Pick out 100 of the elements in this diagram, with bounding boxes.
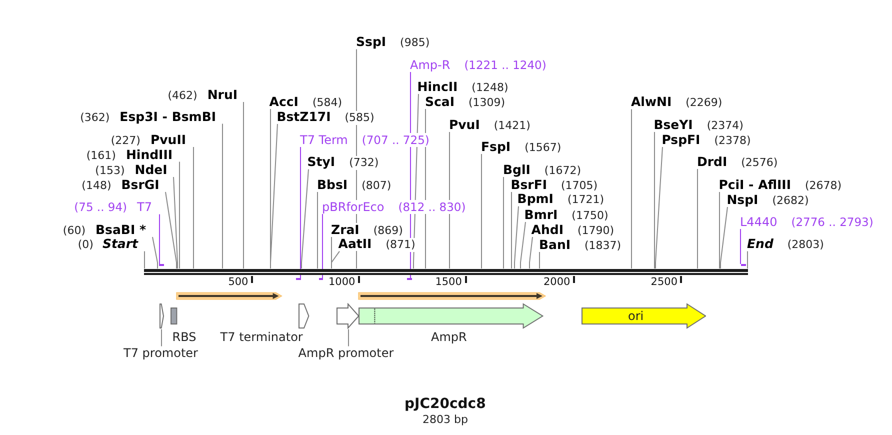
- leader-line: [449, 132, 450, 269]
- enzyme-name: BsrGI: [121, 178, 160, 192]
- plasmid-name: pJC20cdc8: [404, 396, 486, 412]
- leader-line: [655, 146, 663, 269]
- enzyme-name: NspI: [726, 193, 758, 207]
- feature-label: RBS: [172, 330, 196, 344]
- sequence-length: 2803 bp: [422, 412, 468, 426]
- site-position: (2678): [804, 179, 842, 193]
- site-position: (2374): [706, 119, 744, 133]
- enzyme-name: PciI - AflIII: [718, 178, 791, 192]
- primer-range: (812 .. 830): [398, 200, 466, 214]
- leader-line: [301, 168, 309, 269]
- site-position: (2682): [772, 194, 809, 208]
- feature-label: T7 terminator: [220, 330, 303, 344]
- leader-line: [719, 192, 720, 269]
- feature-label: T7 promoter: [124, 346, 198, 360]
- site-position: (362): [80, 110, 110, 125]
- site-position: (462): [168, 89, 198, 103]
- site-position: (1567): [524, 140, 562, 155]
- site-position: (584): [312, 96, 342, 110]
- primer-name: T7 Term: [300, 133, 348, 147]
- enzyme-name: AccI: [269, 94, 298, 109]
- site-position: (2803): [787, 238, 824, 252]
- leader-line: [300, 146, 301, 278]
- leader-line: [654, 132, 655, 269]
- leader-line: [747, 250, 748, 269]
- enzyme-name: BseYI: [654, 118, 693, 132]
- scale-label: 2000: [544, 276, 570, 288]
- leader-line: [720, 206, 728, 269]
- site-position: (227): [110, 134, 140, 148]
- scale-label: 2500: [650, 276, 678, 288]
- enzyme-name: PvuII: [150, 133, 186, 147]
- leader-line: [503, 176, 504, 269]
- leader-line: [413, 93, 419, 269]
- enzyme-name: ZraI: [331, 223, 360, 237]
- primer-range: (75 .. 94): [74, 200, 128, 214]
- scale-label: 500: [228, 276, 248, 288]
- enzyme-name: BsaBI *: [96, 223, 146, 237]
- leader-line: [243, 102, 244, 269]
- enzyme-name: PvuI: [449, 118, 480, 132]
- site-position: (1721): [567, 193, 604, 208]
- enzyme-name: BstZ17I: [276, 110, 331, 124]
- leader-line: [697, 168, 698, 269]
- site-position: (60): [62, 224, 86, 238]
- enzyme-name: DrdI: [697, 154, 728, 169]
- primer-name: L4440: [740, 214, 778, 229]
- site-position: (1309): [468, 96, 506, 110]
- enzyme-name: HincII: [417, 80, 458, 94]
- site-position: (153): [95, 164, 125, 178]
- primer-range: (2776 .. 2793): [791, 214, 874, 229]
- primer-range: (1221 .. 1240): [464, 58, 546, 72]
- site-position: (2576): [741, 156, 778, 170]
- primer-site-mark: [159, 264, 164, 266]
- scale-label: 1500: [435, 276, 462, 288]
- leader-line: [529, 236, 533, 269]
- enzyme-name: BpmI: [517, 192, 554, 206]
- leader-line: [322, 213, 323, 278]
- leader-line: [631, 108, 632, 269]
- site-position: (807): [362, 179, 392, 193]
- enzyme-name: AhdI: [531, 223, 564, 237]
- site-position: (148): [82, 179, 112, 193]
- dna-backbone: [144, 268, 748, 274]
- site-position: (1790): [577, 224, 614, 238]
- leader-line: [520, 222, 526, 269]
- site-position: (1421): [494, 119, 530, 133]
- primer-name: pBRforEco: [322, 200, 384, 214]
- leader-line: [331, 250, 340, 269]
- enzyme-name: StyI: [307, 155, 336, 170]
- enzyme-name: NruI: [207, 88, 238, 102]
- site-position: (1672): [544, 164, 581, 178]
- enzyme-name: HindIII: [126, 148, 172, 162]
- primer-site-mark: [296, 278, 301, 280]
- enzyme-name: BmrI: [524, 208, 558, 222]
- scale-label: 1000: [328, 276, 356, 288]
- leader-line: [193, 146, 194, 269]
- sequence-end-label: End: [747, 237, 774, 252]
- site-position: (1837): [584, 239, 622, 253]
- site-position: (2378): [714, 134, 751, 148]
- enzyme-name: AatII: [338, 237, 372, 252]
- leader-line: [539, 252, 540, 269]
- leader-line: [481, 153, 482, 269]
- enzyme-name: SspI: [356, 35, 386, 50]
- enzyme-name: ScaI: [425, 94, 454, 109]
- site-position: (2269): [686, 96, 722, 110]
- leader-line: [511, 192, 512, 269]
- site-position: (732): [349, 156, 379, 170]
- leader-line: [165, 192, 177, 269]
- leader-line: [152, 236, 158, 269]
- leader-line: [348, 328, 349, 347]
- feature-label: ori: [628, 309, 644, 324]
- site-position: (0): [78, 238, 94, 252]
- leader-line: [270, 123, 278, 269]
- primer-site-mark: [407, 278, 412, 280]
- leader-line: [222, 123, 223, 269]
- leader-line: [159, 214, 160, 264]
- leader-line: [161, 328, 162, 347]
- leader-line: [173, 176, 178, 269]
- feature-label: AmpR: [431, 330, 467, 344]
- primer-site-mark: [740, 264, 746, 266]
- leader-line: [740, 228, 741, 264]
